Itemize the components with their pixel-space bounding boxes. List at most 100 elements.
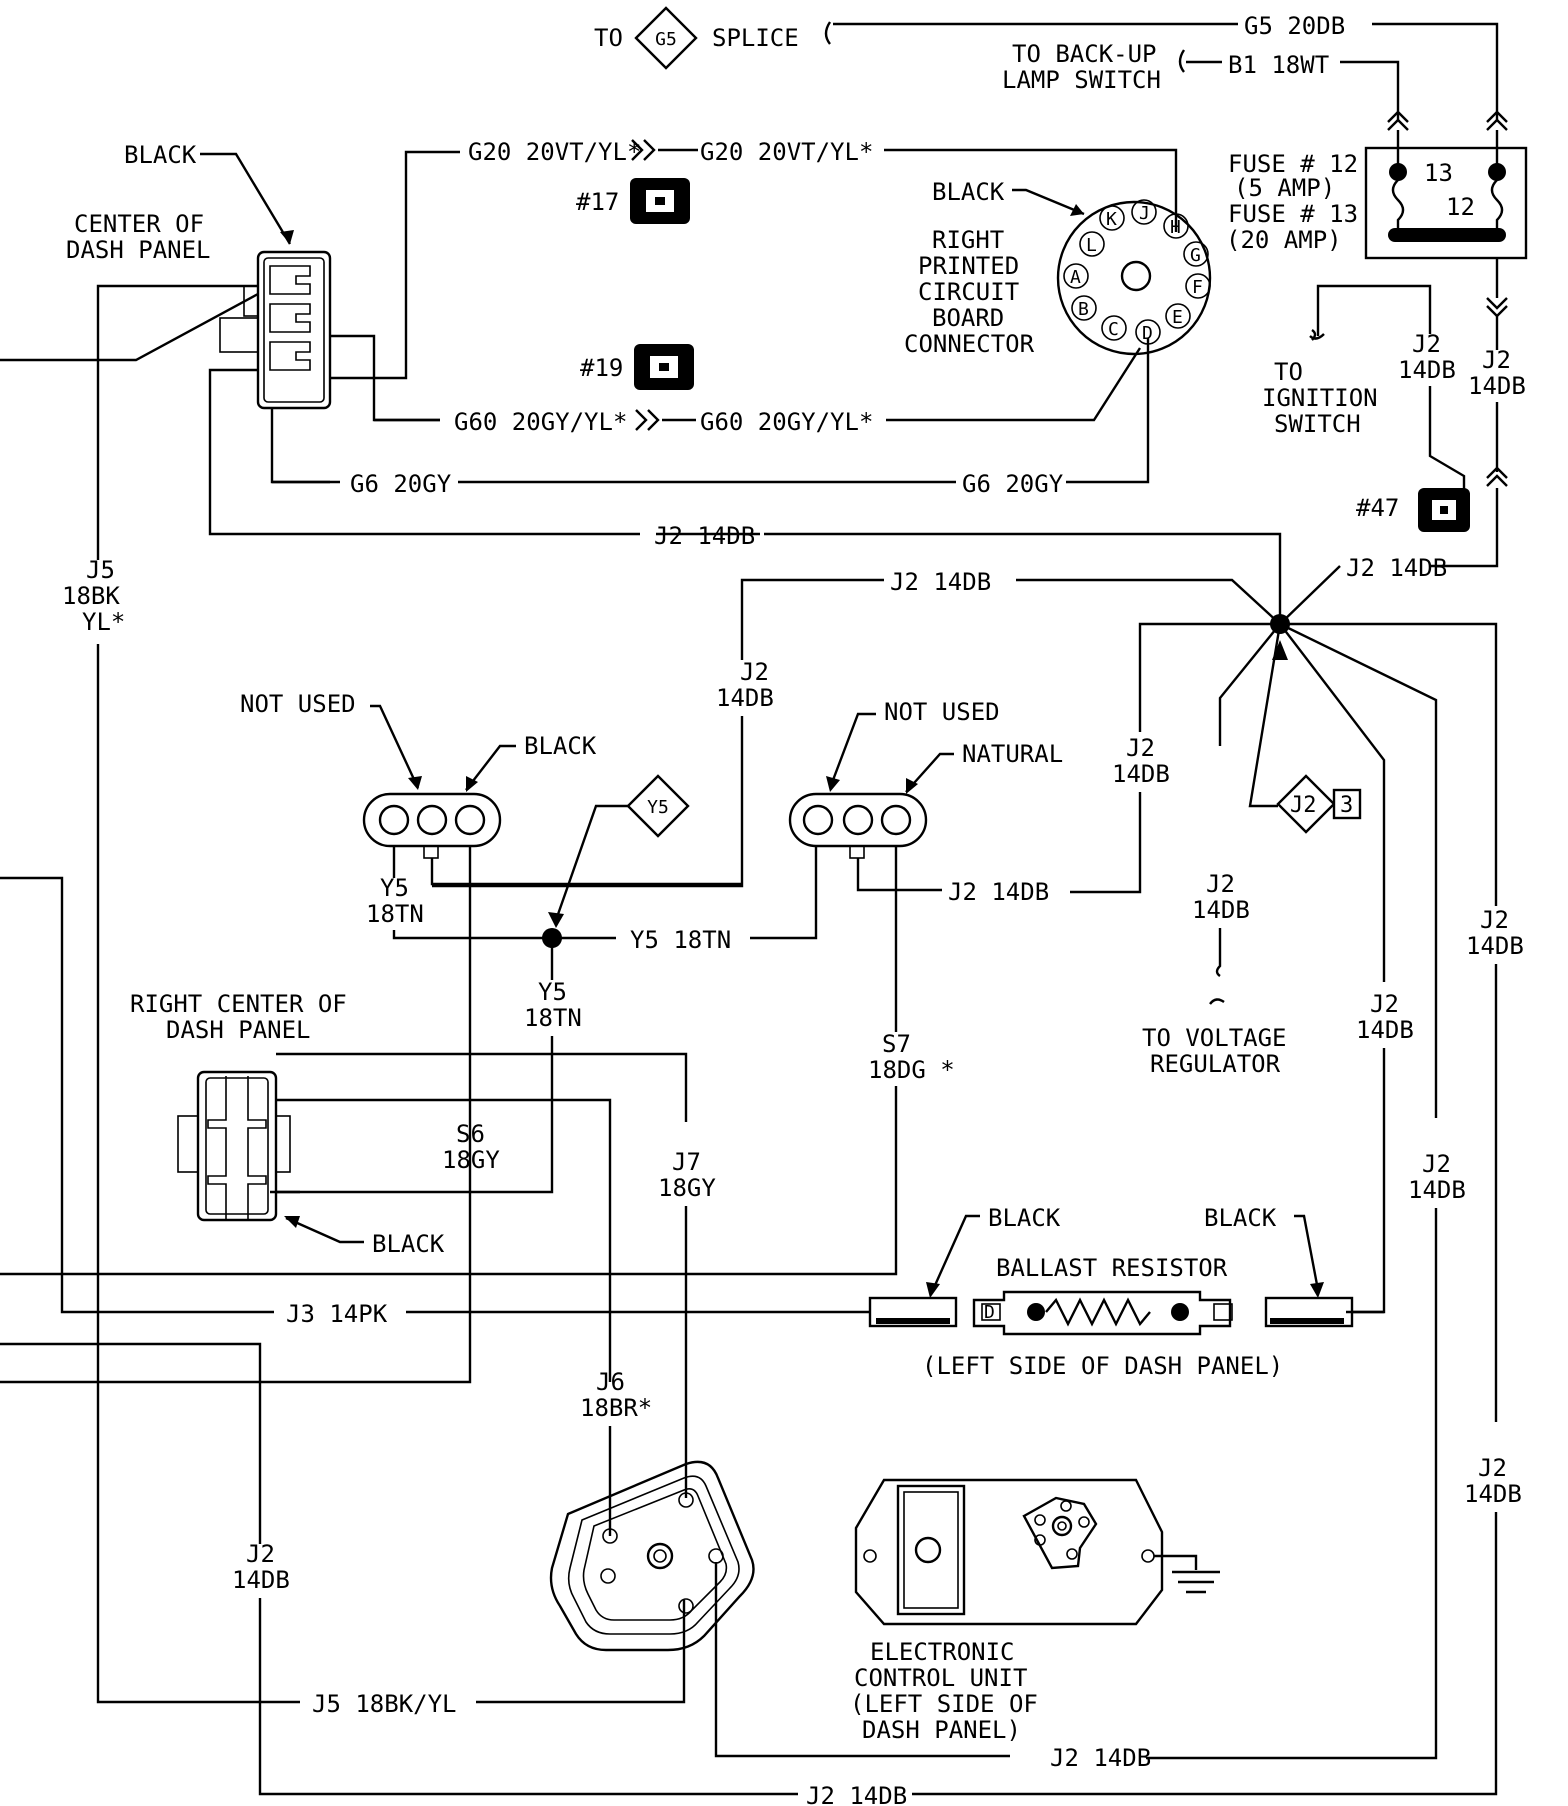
label-g20-left: G20 20VT/YL* bbox=[468, 138, 641, 166]
center-dash-connector bbox=[219, 250, 332, 410]
pin-a: A bbox=[1070, 267, 1081, 288]
label-s6-2: 18GY bbox=[442, 1146, 500, 1174]
g5-marker-label: G5 bbox=[655, 29, 677, 50]
black-rcd: BLACK bbox=[372, 1230, 445, 1258]
label-b1-wire: B1 18WT bbox=[1228, 51, 1329, 79]
label-j2-b4: J2 bbox=[1480, 906, 1509, 934]
pcb-label-1: RIGHT bbox=[932, 226, 1004, 254]
label-y5-a2: 18TN bbox=[366, 900, 424, 928]
ballast-label: BALLAST RESISTOR bbox=[996, 1254, 1228, 1282]
to-ignition-3: SWITCH bbox=[1274, 410, 1361, 438]
pin-j: J bbox=[1139, 203, 1150, 224]
label-g20-right: G20 20VT/YL* bbox=[700, 138, 873, 166]
pin-f: F bbox=[1192, 277, 1203, 298]
fuse-label-4: (20 AMP) bbox=[1226, 226, 1342, 254]
label-j2-b6: J2 bbox=[1422, 1150, 1451, 1178]
to-ignition-2: IGNITION bbox=[1262, 384, 1378, 412]
connector-47-label: #47 bbox=[1356, 494, 1399, 522]
label-y5-a1: Y5 bbox=[380, 874, 409, 902]
to-vr-2: REGULATOR bbox=[1150, 1050, 1281, 1078]
connector-3pin-b bbox=[788, 792, 928, 859]
label-j2-b6b: 14DB bbox=[1408, 1176, 1466, 1204]
pickup-connector bbox=[549, 1460, 755, 1652]
label-g60-left: G60 20GY/YL* bbox=[454, 408, 627, 436]
pin-d: D bbox=[1142, 323, 1153, 344]
pin-g: G bbox=[1190, 245, 1201, 266]
label-j2-b4b: 14DB bbox=[1466, 932, 1524, 960]
black-a: BLACK bbox=[524, 732, 597, 760]
label-j2-b2: J2 bbox=[1126, 734, 1155, 762]
fuse-label-3: FUSE # 13 bbox=[1228, 200, 1358, 228]
label-j3: J3 14PK bbox=[286, 1300, 388, 1328]
label-j2-b1: J2 bbox=[740, 658, 769, 686]
label-j6-1: J6 bbox=[596, 1368, 625, 1396]
label-j2-b3b: 14DB bbox=[1192, 896, 1250, 924]
pin-b: B bbox=[1078, 299, 1089, 320]
label-j2-ecu: J2 14DB bbox=[1050, 1744, 1151, 1772]
label-to-backup-1: TO BACK-UP bbox=[1012, 40, 1157, 68]
ballast-location: (LEFT SIDE OF DASH PANEL) bbox=[922, 1352, 1283, 1380]
label-s6-1: S6 bbox=[456, 1120, 485, 1148]
connector-47: #47 bbox=[1356, 488, 1470, 532]
not-used-a: NOT USED bbox=[240, 690, 356, 718]
label-y5-b1: Y5 bbox=[538, 978, 567, 1006]
label-j2-bottom-left-1: J2 bbox=[246, 1540, 275, 1568]
center-dash-1: CENTER OF bbox=[74, 210, 204, 238]
label-s7-2: 18DG * bbox=[868, 1056, 955, 1084]
to-ignition-1: TO bbox=[1274, 358, 1303, 386]
label-j5-2: 18BK bbox=[62, 582, 120, 610]
pin-l: L bbox=[1086, 235, 1097, 256]
connector-19: #19 bbox=[580, 344, 694, 390]
ecu-label-3: (LEFT SIDE OF bbox=[850, 1690, 1038, 1718]
pcb-label-2: PRINTED bbox=[918, 252, 1019, 280]
electronic-control-unit bbox=[854, 1478, 1164, 1626]
label-to-backup-2: LAMP SWITCH bbox=[1002, 66, 1161, 94]
fuse-label-1: FUSE # 12 bbox=[1228, 150, 1358, 178]
pin-c: C bbox=[1108, 319, 1119, 340]
ecu-label-2: CONTROL UNIT bbox=[854, 1664, 1027, 1692]
g5-splice-marker: G5 bbox=[634, 6, 698, 70]
rcd-label-2: DASH PANEL bbox=[166, 1016, 311, 1044]
label-y5-mid: Y5 18TN bbox=[630, 926, 731, 954]
label-j2-b3: J2 bbox=[1206, 870, 1235, 898]
label-j2-fuse-1: J2 bbox=[1482, 346, 1511, 374]
label-j2-b2b: 14DB bbox=[1112, 760, 1170, 788]
label-j6-2: 18BR* bbox=[580, 1394, 652, 1422]
label-j2-b7b: 14DB bbox=[1464, 1480, 1522, 1508]
label-splice: SPLICE bbox=[712, 24, 799, 52]
label-j2-b7: J2 bbox=[1478, 1454, 1507, 1482]
j2-marker-num: 3 bbox=[1340, 793, 1353, 818]
label-j2-upper-left: J2 14DB bbox=[654, 522, 755, 550]
label-j2-bottom: J2 14DB bbox=[806, 1782, 907, 1806]
ground-symbol bbox=[1154, 1554, 1220, 1594]
natural-label: NATURAL bbox=[962, 740, 1063, 768]
label-j2-3pin: J2 14DB bbox=[948, 878, 1049, 906]
pcb-connector: L K J H G F E D C B A bbox=[1056, 199, 1212, 356]
to-vr-1: TO VOLTAGE bbox=[1142, 1024, 1287, 1052]
j2-3-marker: J2 3 bbox=[1276, 774, 1362, 834]
label-j7-2: 18GY bbox=[658, 1174, 716, 1202]
label-j5-3: YL* bbox=[82, 608, 125, 636]
label-j7-1: J7 bbox=[672, 1148, 701, 1176]
label-j2-47: J2 14DB bbox=[1346, 554, 1447, 582]
ballast-resistor: D bbox=[868, 1290, 1354, 1336]
label-s7-1: S7 bbox=[882, 1030, 911, 1058]
y5-marker: Y5 bbox=[626, 774, 690, 838]
black-b2: BLACK bbox=[1204, 1204, 1277, 1232]
pin-k: K bbox=[1106, 209, 1117, 230]
label-g5-wire: G5 20DB bbox=[1244, 12, 1345, 40]
label-j5-bottom: J5 18BK/YL bbox=[312, 1690, 457, 1718]
not-used-b: NOT USED bbox=[884, 698, 1000, 726]
fuse-13-label: 13 bbox=[1424, 159, 1453, 187]
label-g60-right: G60 20GY/YL* bbox=[700, 408, 873, 436]
label-j2-b1b: 14DB bbox=[716, 684, 774, 712]
black-b1: BLACK bbox=[988, 1204, 1061, 1232]
pcb-label-5: CONNECTOR bbox=[904, 330, 1035, 358]
label-y5-b2: 18TN bbox=[524, 1004, 582, 1032]
label-g6-right: G6 20GY bbox=[962, 470, 1064, 498]
pcb-label-4: BOARD bbox=[932, 304, 1004, 332]
label-j2-fuse-2: 14DB bbox=[1468, 372, 1526, 400]
fuse-block: 13 12 bbox=[1364, 110, 1528, 318]
label-j5-1: J5 bbox=[86, 556, 115, 584]
